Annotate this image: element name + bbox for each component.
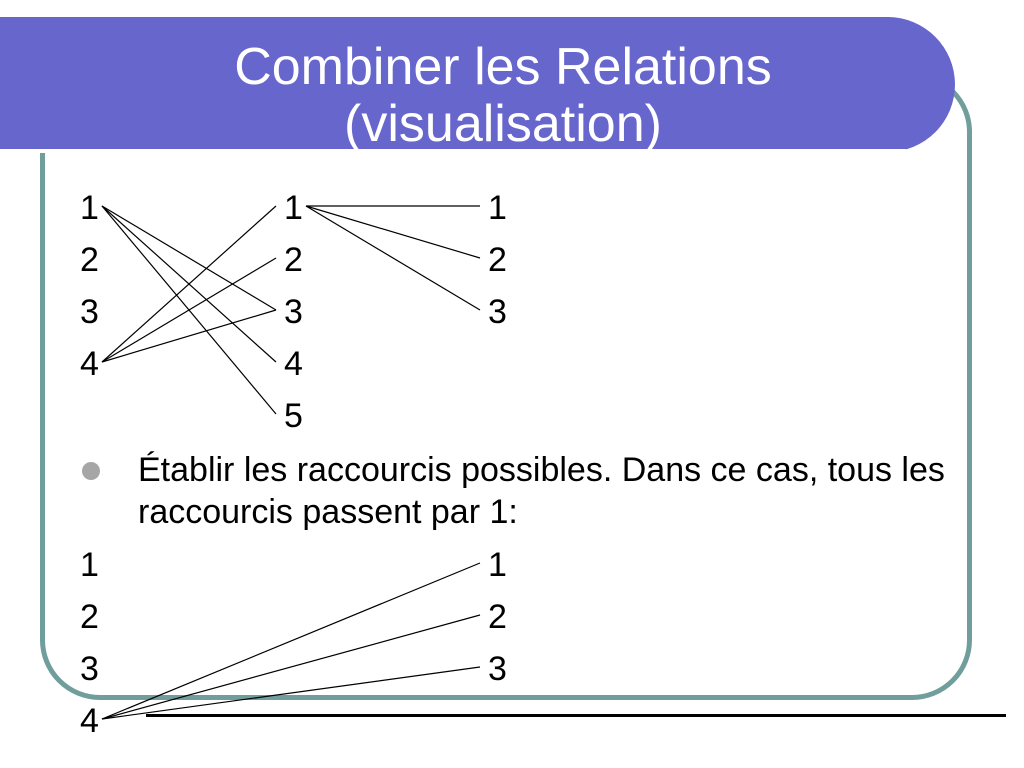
relation-node-c3-1: 1	[488, 189, 507, 227]
shortcut-edge-4-1	[101, 562, 481, 720]
title-bar: Combiner les Relations (visualisation)	[0, 17, 955, 153]
relation-edge-4-3	[101, 309, 277, 363]
shortcut-node-c2-1: 1	[488, 546, 507, 584]
slide-title: Combiner les Relations (visualisation)	[234, 38, 772, 153]
bullet-text: Établir les raccourcis possibles. Dans c…	[138, 451, 945, 531]
relation-node-c3-2: 2	[488, 241, 507, 279]
relation-edge-4-1	[101, 205, 277, 363]
relation-node-c2-5: 5	[284, 397, 303, 435]
relation-node-c1-4: 4	[80, 345, 99, 383]
title-underline	[0, 149, 906, 153]
shortcut-diagram: 1 2 3 4 1 2 3	[80, 546, 507, 740]
shortcut-node-c1-3: 3	[80, 650, 99, 688]
shortcut-node-c2-2: 2	[488, 598, 507, 636]
bottom-rule	[146, 714, 1006, 717]
relation-node-c1-3: 3	[80, 293, 99, 331]
bullet-dot	[82, 462, 100, 480]
relation-node-c2-2: 2	[284, 241, 303, 279]
content-frame	[40, 72, 972, 700]
relation-node-c2-1: 1	[284, 189, 303, 227]
relation-edge-4-2	[101, 257, 277, 363]
shortcut-node-c2-3: 3	[488, 650, 507, 688]
shortcut-edge-4-2	[101, 614, 481, 720]
relation-edge-1-2	[305, 205, 481, 259]
relation-node-c3-3: 3	[488, 293, 507, 331]
relation-node-c2-3: 3	[284, 293, 303, 331]
relation-node-c1-1: 1	[80, 189, 99, 227]
relation-edge-1-3	[101, 205, 277, 311]
relation-diagram: 1 2 3 4 1 2 3 4 5 1 2 3	[80, 189, 507, 435]
shortcut-node-c1-4: 4	[80, 702, 99, 740]
shortcut-node-c1-1: 1	[80, 546, 99, 584]
shortcut-node-c1-2: 2	[80, 598, 99, 636]
shortcut-edge-4-3	[101, 666, 481, 720]
relation-node-c1-2: 2	[80, 241, 99, 279]
relation-node-c2-4: 4	[284, 345, 303, 383]
relation-edge-1-3	[305, 205, 481, 311]
